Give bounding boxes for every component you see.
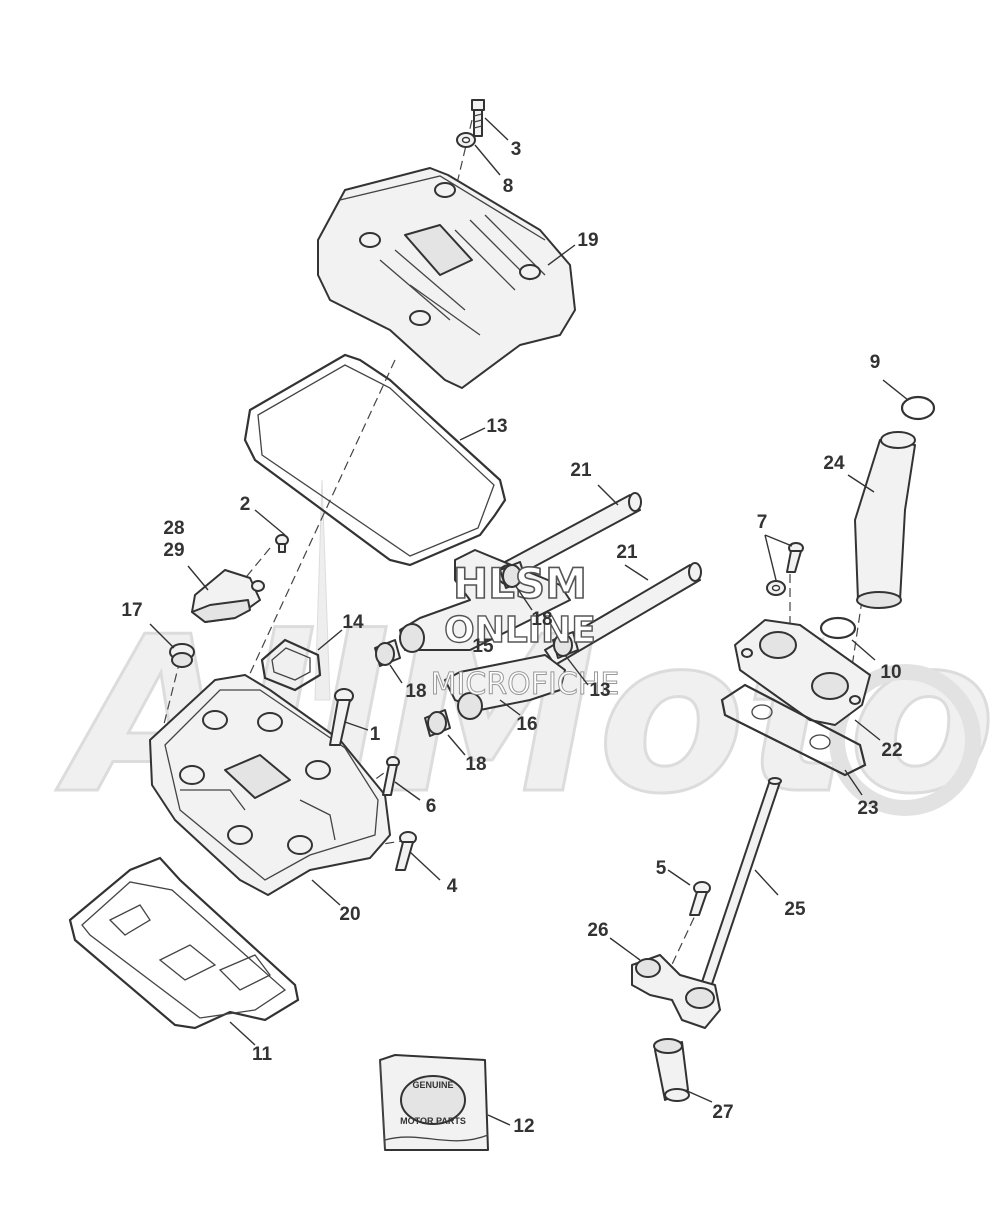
callout-5: 5 — [656, 858, 667, 879]
callout-21-upper: 21 — [570, 460, 592, 481]
badge-top-text: GENUINE — [412, 1080, 453, 1090]
housing-gasket-11 — [68, 856, 300, 1030]
callout-14: 14 — [342, 612, 364, 633]
bushing-18-a — [374, 639, 401, 667]
callout-29: 29 — [163, 540, 184, 561]
rocker-arm-16 — [444, 654, 566, 720]
o-ring-9 — [900, 395, 936, 421]
breather-cover-28-29 — [191, 569, 265, 623]
callout-20: 20 — [339, 904, 360, 925]
watermark-text: HLSM ONLINE MICROFICHE — [430, 558, 620, 702]
plug-17 — [169, 643, 195, 668]
gasket-kit-12: GENUINE MOTOR PARTS — [379, 1054, 489, 1151]
callout-27: 27 — [712, 1102, 733, 1123]
bolt-6 — [382, 756, 400, 796]
callout-17: 17 — [121, 600, 142, 621]
cover-gasket-13 — [243, 353, 507, 567]
pushrod-cover-24 — [854, 431, 916, 609]
callout-22: 22 — [881, 740, 902, 761]
rocker-housing-20 — [149, 674, 391, 896]
screw-2 — [275, 534, 289, 553]
base-gasket-23 — [720, 683, 867, 777]
callout-8: 8 — [503, 176, 514, 197]
breather-gasket-14 — [260, 638, 322, 692]
bolt-4 — [395, 831, 417, 871]
bolt-1 — [329, 688, 354, 746]
callout-18-b: 18 — [465, 754, 486, 775]
callout-18-a: 18 — [405, 681, 426, 702]
leader-lines — [149, 117, 909, 1126]
lifter-27 — [653, 1038, 690, 1102]
callout-12: 12 — [513, 1116, 534, 1137]
callout-24: 24 — [823, 453, 845, 474]
bushing-18-c — [499, 561, 527, 589]
callout-4: 4 — [447, 876, 458, 897]
callout-16: 16 — [516, 714, 537, 735]
rocker-cover-19 — [317, 167, 576, 389]
callout-19: 19 — [577, 230, 598, 251]
callout-6: 6 — [426, 796, 437, 817]
watermark-wheel-icon — [829, 664, 981, 816]
callout-2: 2 — [240, 494, 251, 515]
pushrod-base-22 — [734, 619, 871, 726]
badge-bottom-text: MOTOR PARTS — [400, 1116, 466, 1126]
bolt-5 — [689, 881, 711, 916]
bushing-18-b — [424, 709, 451, 737]
callout-13-bushing: 13 — [589, 680, 610, 701]
screw-7 — [766, 542, 804, 596]
callout-3: 3 — [511, 139, 522, 160]
callout-13-gasket: 13 — [486, 416, 507, 437]
callout-18-c: 18 — [531, 609, 552, 630]
watermark-line1: HLSM — [453, 559, 587, 608]
callout-11: 11 — [252, 1044, 273, 1065]
callout-26: 26 — [587, 920, 608, 941]
o-ring-10 — [819, 616, 857, 640]
callout-1: 1 — [370, 724, 381, 745]
callout-23: 23 — [857, 798, 878, 819]
callout-10: 10 — [880, 662, 901, 683]
watermark-spire-icon — [314, 479, 331, 701]
cover-screw-3 — [471, 99, 485, 137]
callout-28: 28 — [163, 518, 184, 539]
bushing-18-d — [552, 631, 579, 659]
genuine-parts-logo-icon — [400, 1075, 466, 1125]
callout-labels: 3 8 19 13 2 28 29 17 14 1 6 4 20 11 12 1… — [121, 139, 902, 1137]
lifter-guide-26 — [631, 954, 721, 1029]
callout-21-lower: 21 — [616, 542, 638, 563]
callout-25: 25 — [784, 899, 806, 920]
callout-9: 9 — [870, 352, 881, 373]
watermark-line2: ONLINE — [444, 610, 596, 651]
callout-7: 7 — [757, 512, 768, 533]
callout-15: 15 — [472, 636, 494, 657]
